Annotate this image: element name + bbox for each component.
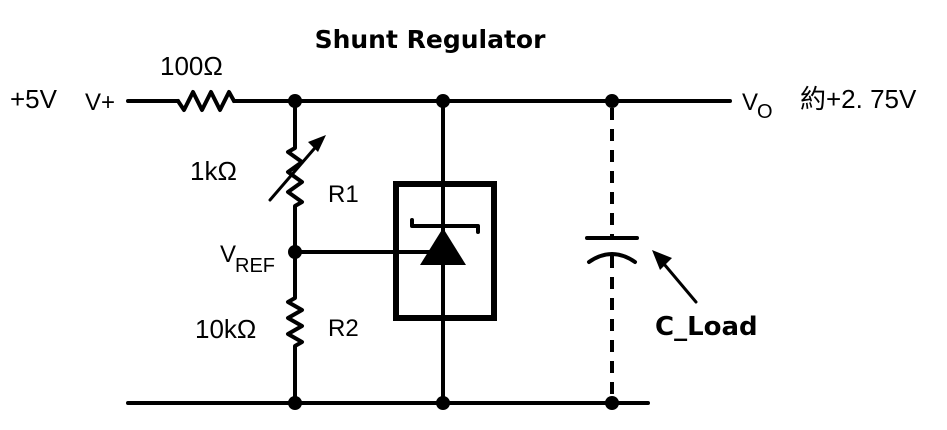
junction-dot xyxy=(605,94,619,108)
vref-label-sub: REF xyxy=(235,255,275,277)
diagram-title: Shunt Regulator xyxy=(315,25,547,54)
zener-cathode-bar xyxy=(410,218,480,234)
supply-voltage-label: +5V xyxy=(10,84,58,114)
vo-terminal-label-main: V xyxy=(742,89,758,116)
vo-terminal-label-sub: O xyxy=(757,101,773,123)
variable-arrow-line xyxy=(268,140,322,202)
series-resistor-value: 100Ω xyxy=(160,51,223,81)
c-load-pointer-arrow-icon xyxy=(652,250,672,270)
r2-value-label: 10kΩ xyxy=(195,314,256,344)
variable-arrow-head-icon xyxy=(308,135,326,152)
vref-label-main: V xyxy=(220,241,236,268)
capacitor-plate-curved xyxy=(587,252,637,264)
vplus-terminal-label: V+ xyxy=(85,89,115,116)
r2-resistor xyxy=(286,250,304,405)
junction-dot xyxy=(605,396,619,410)
series-resistor-100ohm xyxy=(176,90,236,112)
r2-name-label: R2 xyxy=(328,315,359,342)
c-load-label: C_Load xyxy=(655,312,758,342)
r1-name-label: R1 xyxy=(328,181,359,208)
c-load-pointer-line xyxy=(662,262,698,304)
r1-variable-resistor xyxy=(286,99,304,254)
shunt-regulator-symbol xyxy=(393,99,497,405)
output-voltage-label: 約+2. 75V xyxy=(800,84,917,114)
zener-anode-triangle-icon xyxy=(420,228,466,265)
r1-value-label: 1kΩ xyxy=(190,156,237,186)
